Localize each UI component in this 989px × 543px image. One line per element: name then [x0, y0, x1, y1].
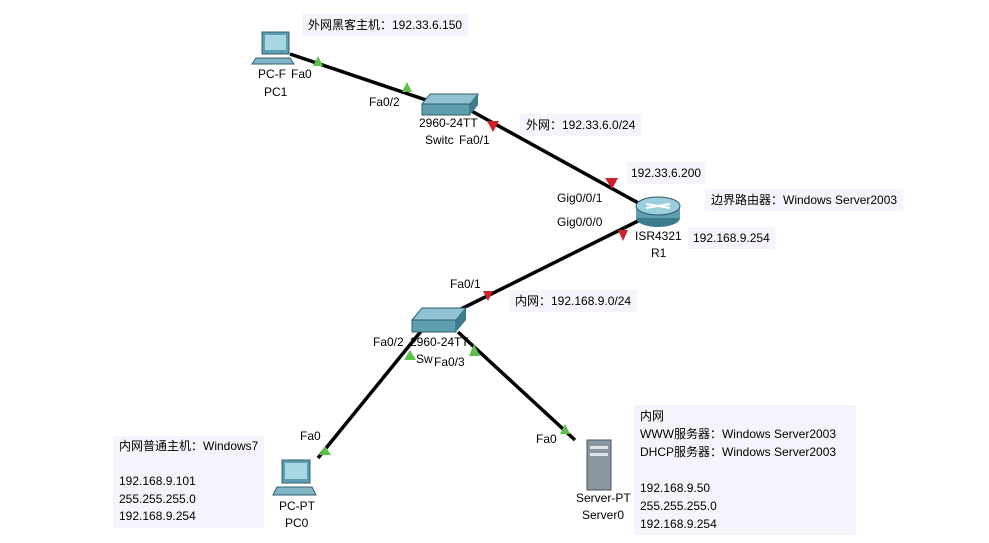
link-down-icon	[605, 178, 618, 189]
device-model: PC-F	[258, 67, 286, 81]
device-name: PC1	[264, 85, 288, 99]
link-pc1-switch[interactable]	[289, 52, 433, 104]
port-label: Fa0/2	[369, 95, 400, 109]
hacker-note: 外网黑客主机：192.33.6.150	[302, 14, 469, 36]
outer-net-note: 外网：192.33.6.0/24	[520, 114, 642, 136]
port-label: Fa0/1	[450, 277, 481, 291]
device-name: Sw	[416, 352, 433, 366]
device-model: ISR4321	[635, 229, 682, 243]
link-up-icon	[560, 424, 570, 434]
port-label: Fa0/2	[373, 335, 404, 349]
device-name: R1	[651, 246, 667, 260]
device-name: Server0	[582, 508, 625, 522]
router-desc-note: 边界路由器：Windows Server2003	[705, 189, 904, 211]
server-icon[interactable]	[586, 439, 612, 491]
server-desc-note: 内网 WWW服务器：Windows Server2003 DHCP服务器：Win…	[634, 405, 856, 535]
device-name: PC0	[285, 516, 309, 530]
router-inner-ip-note: 192.168.9.254	[688, 227, 775, 249]
link-up-icon	[404, 350, 416, 360]
link-switch2-pc0[interactable]	[316, 328, 424, 460]
device-model: Server-PT	[576, 491, 631, 505]
switch-icon[interactable]	[420, 93, 480, 116]
router-outer-ip-note: 192.33.6.200	[627, 162, 706, 184]
inner-net-note: 内网：192.168.9.0/24	[509, 290, 638, 312]
device-model: PC-PT	[279, 499, 315, 513]
port-label: Gig0/0/0	[557, 215, 603, 229]
link-switch2-server[interactable]	[456, 330, 577, 442]
device-model: 2960-24TT	[410, 335, 469, 349]
port-label: Gig0/0/1	[557, 191, 603, 205]
port-label: Fa0	[536, 432, 557, 446]
link-down-icon	[618, 230, 628, 241]
link-up-icon	[469, 344, 480, 356]
port-label: Fa0	[291, 67, 312, 81]
pc-icon[interactable]	[272, 459, 317, 496]
link-up-icon	[402, 82, 412, 92]
port-label: Fa0/3	[434, 355, 465, 369]
link-down-icon	[483, 291, 493, 301]
device-name: Switc	[425, 133, 454, 147]
switch-icon[interactable]	[410, 307, 468, 333]
link-down-icon	[487, 121, 499, 132]
device-model: 2960-24TT	[419, 116, 478, 130]
pc0-desc-note: 内网普通主机：Windows7 192.168.9.101 255.255.25…	[113, 436, 265, 528]
link-up-icon	[319, 446, 331, 455]
port-label: Fa0/1	[459, 133, 490, 147]
router-icon[interactable]	[635, 196, 681, 227]
port-label: Fa0	[300, 429, 321, 443]
link-up-icon	[313, 56, 323, 66]
pc-icon[interactable]	[251, 31, 295, 65]
